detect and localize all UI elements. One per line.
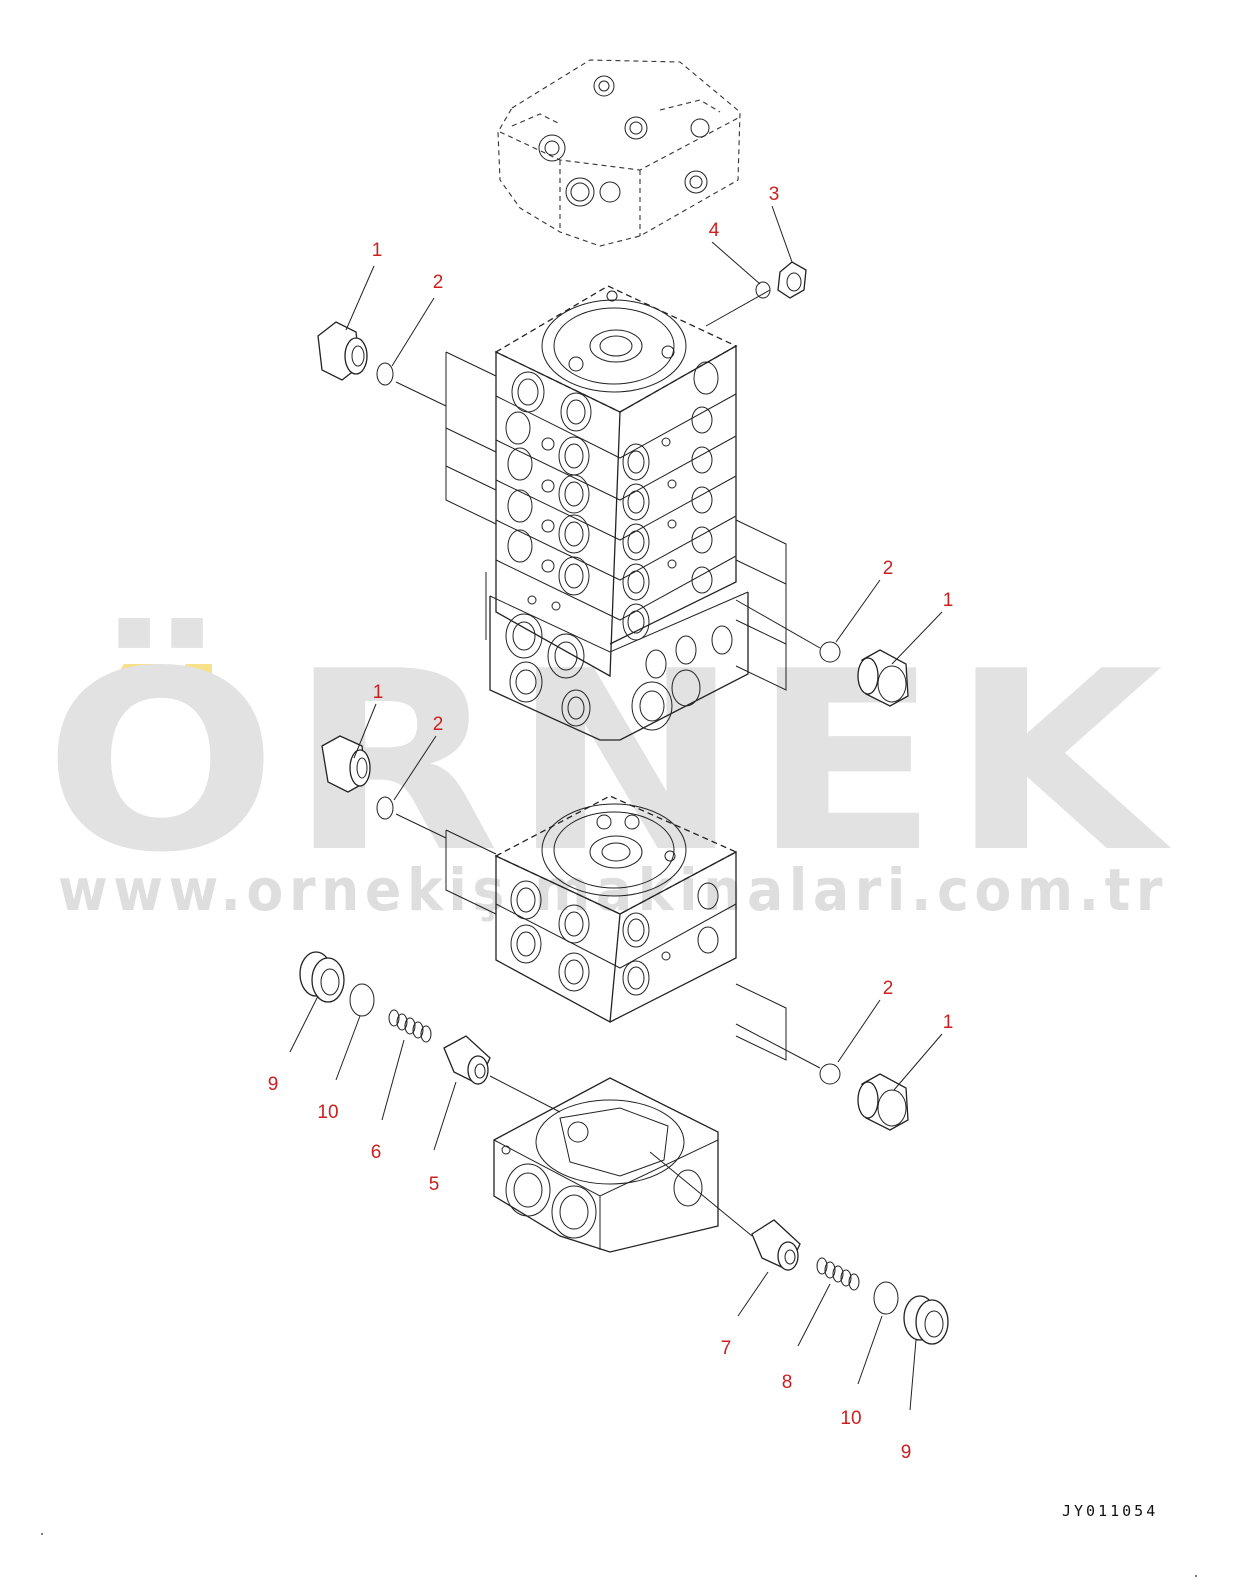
callout-10: 10 [317, 1102, 338, 1123]
main-valve-block [485, 285, 749, 741]
callout-7: 7 [721, 1338, 732, 1359]
corner-dot [41, 1533, 43, 1535]
plug-9-left [299, 951, 345, 1003]
callout-1: 1 [372, 240, 383, 261]
o-ring-10-right [873, 1281, 899, 1315]
callout-10: 10 [840, 1408, 861, 1429]
o-ring-lower-left [376, 796, 394, 820]
o-ring-upper-left [376, 362, 394, 386]
parts [289, 205, 949, 1411]
callout-4: 4 [709, 220, 720, 241]
spool-5 [443, 1035, 491, 1085]
relief-plug-right-lower [857, 1073, 909, 1131]
callout-9: 9 [901, 1442, 912, 1463]
callout-2: 2 [433, 714, 444, 735]
callout-1: 1 [373, 682, 384, 703]
watermark-accent-left [108, 664, 160, 688]
callout-1: 1 [943, 590, 954, 611]
watermark-accent-right [170, 664, 212, 688]
corner-dot [1195, 1575, 1197, 1577]
callout-6: 6 [371, 1142, 382, 1163]
callout-1: 1 [943, 1012, 954, 1033]
callouts: 1 2 3 4 2 1 1 2 2 1 9 10 6 5 7 8 10 9 [268, 184, 954, 1463]
o-ring-10-left [349, 983, 375, 1017]
callout-9: 9 [268, 1074, 279, 1095]
spool-7 [751, 1219, 801, 1271]
lower-valve-block [494, 795, 738, 1024]
o-ring-right-middle [819, 641, 841, 663]
watermark-url: www.ornekiş makinalari.com.tr [58, 856, 1168, 924]
o-ring-right-lower [819, 1063, 841, 1085]
spring-8 [816, 1257, 860, 1291]
callout-8: 8 [782, 1372, 793, 1393]
relief-plug-right-middle [857, 649, 909, 707]
watermark: ÖRNEK www.ornekiş makinalari.com.tr [44, 618, 1174, 924]
watermark-brand: ÖRNEK [44, 618, 1174, 907]
top-cover [497, 59, 741, 247]
plug-top-right [777, 261, 807, 299]
relief-plug-upper-left [317, 321, 368, 381]
drawing-code: JY011054 [1062, 1502, 1158, 1520]
callout-3: 3 [769, 184, 780, 205]
callout-5: 5 [429, 1174, 440, 1195]
relief-plug-lower-left [321, 735, 371, 793]
o-ring-top-right [755, 281, 771, 299]
callout-2: 2 [433, 272, 444, 293]
callout-2: 2 [883, 558, 894, 579]
plug-9-right [903, 1295, 949, 1345]
spring-6 [388, 1009, 432, 1043]
callout-2: 2 [883, 978, 894, 999]
end-cover [493, 1077, 719, 1253]
